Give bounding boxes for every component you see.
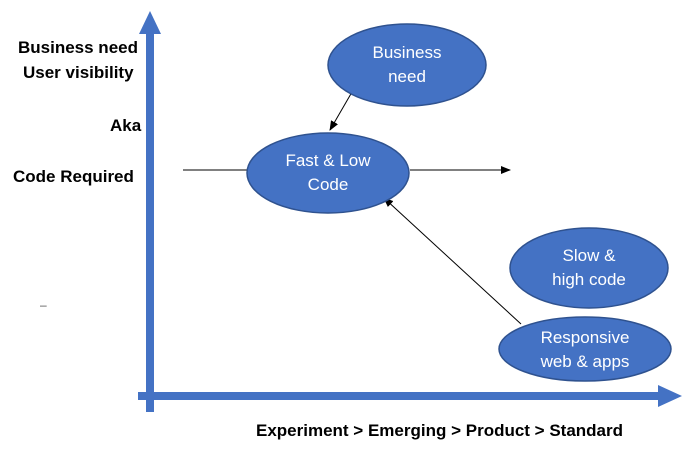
node-slow-high-code-line1: Slow & <box>562 246 616 265</box>
y-label-user-visibility: User visibility <box>23 63 134 82</box>
x-axis-label: Experiment > Emerging > Product > Standa… <box>256 421 624 440</box>
business-to-fast-arrow <box>329 91 353 131</box>
x-axis-arrowhead <box>658 385 682 407</box>
node-slow-high-code <box>509 227 669 309</box>
responsive-to-fast-arrow <box>383 197 522 325</box>
node-slow-high-code-line2: high code <box>552 270 626 289</box>
y-label-aka: Aka <box>110 116 142 135</box>
node-responsive <box>498 316 672 382</box>
node-responsive-label: Responsive web & apps <box>499 325 671 375</box>
node-business-need-line2: need <box>388 67 426 86</box>
stray-mark: – <box>40 298 47 312</box>
y-label-business-need: Business need <box>18 38 138 57</box>
y-axis-arrowhead <box>139 11 161 34</box>
node-fast-low-code-line2: Code <box>307 175 349 194</box>
node-business-need <box>327 23 487 107</box>
node-business-need-line1: Business <box>372 43 442 62</box>
node-fast-low-code <box>246 132 410 214</box>
node-business-need-label: Business need <box>328 40 486 90</box>
node-responsive-line1: Responsive <box>540 328 630 347</box>
node-fast-low-code-label: Fast & Low Code <box>247 148 409 198</box>
node-responsive-line2: web & apps <box>540 352 630 371</box>
node-slow-high-code-label: Slow & high code <box>510 243 668 293</box>
y-label-code-required: Code Required <box>13 167 134 186</box>
x-axis-line <box>138 392 661 400</box>
node-fast-low-code-line1: Fast & Low <box>285 151 371 170</box>
y-axis-line <box>146 30 154 412</box>
